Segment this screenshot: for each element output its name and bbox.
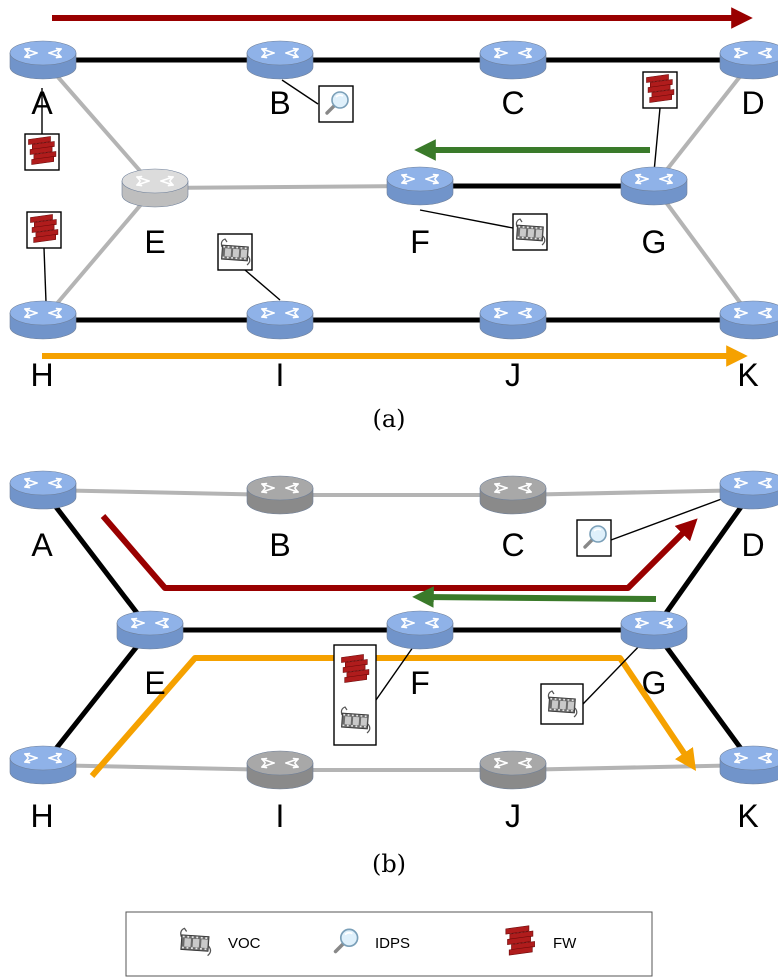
link-b-A-E (41, 488, 152, 632)
node-label-b-J: J (505, 798, 521, 834)
callout-a-A (24, 88, 60, 171)
link-b-A-B (42, 488, 281, 497)
callout-b-F (333, 639, 419, 746)
firewall-icon (28, 136, 57, 165)
node-label-b-A: A (31, 527, 53, 563)
film-icon (340, 706, 371, 734)
router-a-E (121, 168, 189, 208)
node-label-a-J: J (505, 357, 521, 393)
film-icon (220, 238, 251, 266)
link-a-G-K (652, 184, 755, 322)
link-b-J-K (512, 763, 754, 772)
node-label-a-A: A (31, 85, 53, 121)
router-b-E (116, 610, 184, 650)
link-b-D-G (651, 488, 756, 632)
router-b-J (479, 750, 547, 790)
router-b-C (479, 475, 547, 515)
legend: VOC IDPS FW (125, 911, 653, 977)
router-a-I (246, 300, 314, 340)
link-a-E-H (41, 186, 157, 322)
router-a-D (719, 40, 778, 80)
link-b-G-K (651, 628, 756, 767)
panel-b-links (41, 488, 756, 772)
film-icon (180, 927, 212, 957)
node-label-b-I: I (276, 798, 285, 834)
router-a-G (620, 166, 688, 206)
callout-a-I (217, 233, 281, 301)
router-b-H (9, 745, 77, 785)
callout-a-F (419, 209, 548, 251)
caption-a: (a) (372, 405, 405, 433)
router-b-D (719, 470, 778, 510)
callout-b-G (540, 639, 646, 725)
link-b-C-D (512, 488, 754, 497)
node-label-b-F: F (410, 665, 430, 701)
caption-b: (b) (372, 850, 406, 878)
router-a-F (386, 166, 454, 206)
router-a-B (246, 40, 314, 80)
firewall-icon (30, 214, 59, 243)
firewall-icon (505, 925, 535, 956)
node-label-b-B: B (269, 527, 290, 563)
node-label-a-K: K (737, 357, 758, 393)
magnifier-icon (583, 525, 607, 549)
node-labels: A B C D E F G H I J K A B C D E F G H I J K (30, 85, 764, 834)
router-b-I (246, 750, 314, 790)
node-label-a-I: I (276, 357, 285, 393)
flow-orange-b (89, 655, 697, 778)
node-label-a-F: F (410, 224, 430, 260)
legend-label-idps: IDPS (375, 935, 410, 952)
router-b-A (9, 470, 77, 510)
node-label-b-C: C (501, 527, 524, 563)
router-b-G (620, 610, 688, 650)
firewall-icon (646, 74, 675, 103)
callout-b-D (576, 493, 736, 557)
node-label-a-C: C (501, 85, 524, 121)
node-label-a-G: G (642, 224, 667, 260)
router-a-J (479, 300, 547, 340)
legend-label-voc: VOC (228, 935, 261, 952)
link-a-D-G (652, 58, 755, 188)
node-label-a-H: H (30, 357, 53, 393)
callout-a-H (26, 211, 62, 303)
link-b-H-I (42, 763, 281, 772)
node-label-a-E: E (144, 224, 165, 260)
legend-label-fw: FW (553, 935, 577, 952)
flow-red-b (100, 514, 698, 591)
callout-a-B (281, 79, 354, 123)
router-a-H (9, 300, 77, 340)
node-label-b-K: K (737, 798, 758, 834)
firewall-icon (341, 654, 370, 683)
routers (9, 40, 778, 790)
film-icon (515, 218, 546, 246)
node-label-b-H: H (30, 798, 53, 834)
node-label-a-B: B (269, 85, 290, 121)
router-a-C (479, 40, 547, 80)
magnifier-icon (333, 928, 359, 954)
function-callouts (24, 71, 736, 746)
router-a-A (9, 40, 77, 80)
node-label-b-D: D (741, 527, 764, 563)
magnifier-icon (325, 91, 349, 115)
router-b-F (386, 610, 454, 650)
link-a-A-E (41, 58, 157, 190)
film-icon (547, 690, 578, 718)
link-b-E-H (41, 628, 152, 767)
link-a-E-F (154, 184, 421, 190)
flow-green-b (412, 586, 657, 608)
panel-a-links (41, 57, 755, 323)
node-label-a-D: D (741, 85, 764, 121)
node-label-b-G: G (642, 665, 667, 701)
node-label-b-E: E (144, 665, 165, 701)
traffic-flows (42, 7, 753, 778)
router-b-B (246, 475, 314, 515)
router-a-K (719, 300, 778, 340)
callout-a-D (642, 71, 678, 173)
router-b-K (719, 745, 778, 785)
